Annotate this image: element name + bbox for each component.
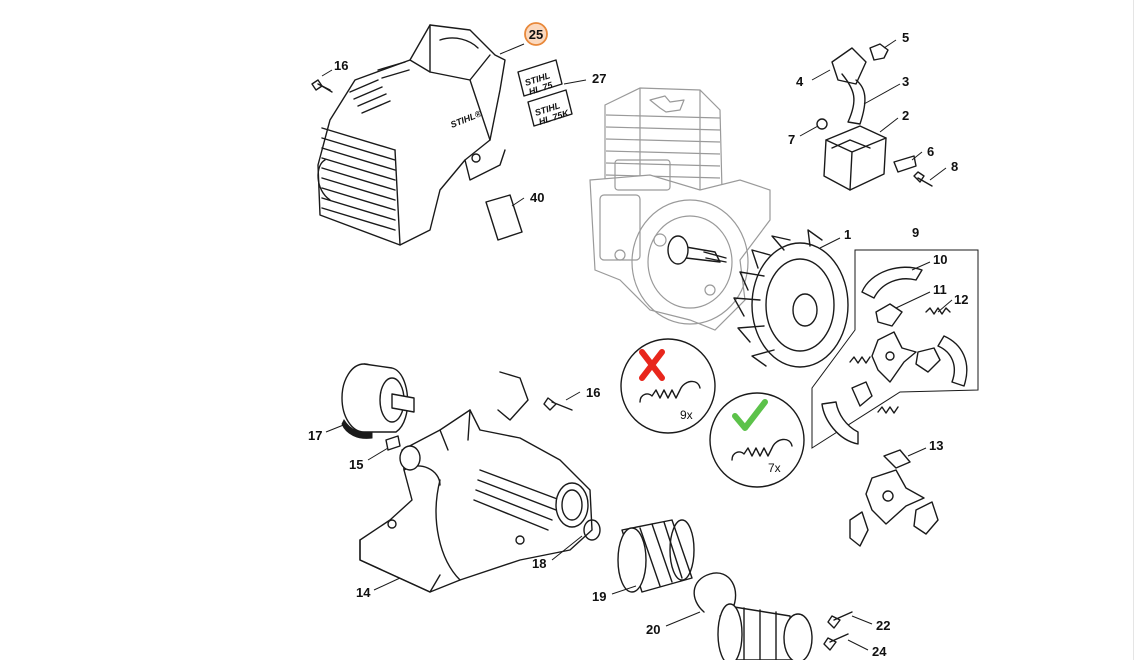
callout-19[interactable]: 19	[592, 589, 606, 604]
callout-17[interactable]: 17	[308, 428, 322, 443]
ignition-module[interactable]	[816, 43, 933, 191]
callout-7[interactable]: 7	[788, 132, 795, 147]
callout-5[interactable]: 5	[902, 30, 909, 45]
page-edge-divider	[1133, 0, 1134, 660]
correct-check-icon	[732, 399, 768, 431]
engine-block	[589, 87, 771, 331]
spring-note-correct: 7x	[709, 392, 805, 488]
correct-count: 7x	[768, 461, 781, 475]
part-16-screw-bottom[interactable]	[543, 397, 573, 411]
callout-labels: 25 16 27 40 4 5 3 2 7 6 8 1 9 10 11 12 1…	[308, 22, 968, 659]
part-19-drum[interactable]	[617, 519, 695, 593]
part-22-screw[interactable]	[827, 611, 853, 629]
part-13-carrier[interactable]	[849, 449, 939, 547]
part-24-screw[interactable]	[823, 633, 849, 651]
callout-10[interactable]: 10	[933, 252, 947, 267]
part-17-pulley[interactable]	[341, 363, 415, 439]
callout-1[interactable]: 1	[844, 227, 851, 242]
part-18-circlip[interactable]	[583, 519, 601, 541]
part-20-ring[interactable]	[693, 572, 737, 617]
leader-lines	[321, 39, 953, 651]
part-14-fan-housing[interactable]	[359, 371, 593, 593]
part-25-shroud[interactable]: STIHL®	[317, 24, 506, 246]
wrong-count: 9x	[680, 408, 693, 422]
callout-25[interactable]: 25	[529, 27, 543, 42]
spring-note-wrong: 9x	[620, 338, 716, 434]
part-9-clutch-kit[interactable]	[811, 249, 979, 449]
callout-15[interactable]: 15	[349, 457, 363, 472]
callout-14[interactable]: 14	[356, 585, 371, 600]
part-1-fan-wheel[interactable]	[733, 229, 849, 368]
callout-11[interactable]: 11	[933, 282, 947, 297]
callout-2[interactable]: 2	[902, 108, 909, 123]
part-27-decals[interactable]: STIHL HL 75 STIHL HL 75K	[517, 59, 573, 127]
part-16-screw-top[interactable]	[311, 79, 333, 93]
callout-12[interactable]: 12	[954, 292, 968, 307]
part-15-key[interactable]	[385, 435, 401, 451]
callout-13[interactable]: 13	[929, 438, 943, 453]
callout-24[interactable]: 24	[872, 644, 887, 659]
callout-6[interactable]: 6	[927, 144, 934, 159]
callout-8[interactable]: 8	[951, 159, 958, 174]
callout-9[interactable]: 9	[912, 225, 919, 240]
part-40-plate[interactable]	[485, 194, 523, 241]
callout-18[interactable]: 18	[532, 556, 546, 571]
callout-4[interactable]: 4	[796, 74, 804, 89]
callout-16-bottom[interactable]: 16	[586, 385, 600, 400]
bottom-cylinder-part[interactable]	[717, 603, 813, 660]
callout-16-top[interactable]: 16	[334, 58, 348, 73]
callout-22[interactable]: 22	[876, 618, 890, 633]
callout-3[interactable]: 3	[902, 74, 909, 89]
callout-27[interactable]: 27	[592, 71, 606, 86]
callout-40[interactable]: 40	[530, 190, 544, 205]
callout-20[interactable]: 20	[646, 622, 660, 637]
highlight-marker[interactable]	[524, 22, 548, 46]
wrong-x-icon	[639, 349, 665, 381]
